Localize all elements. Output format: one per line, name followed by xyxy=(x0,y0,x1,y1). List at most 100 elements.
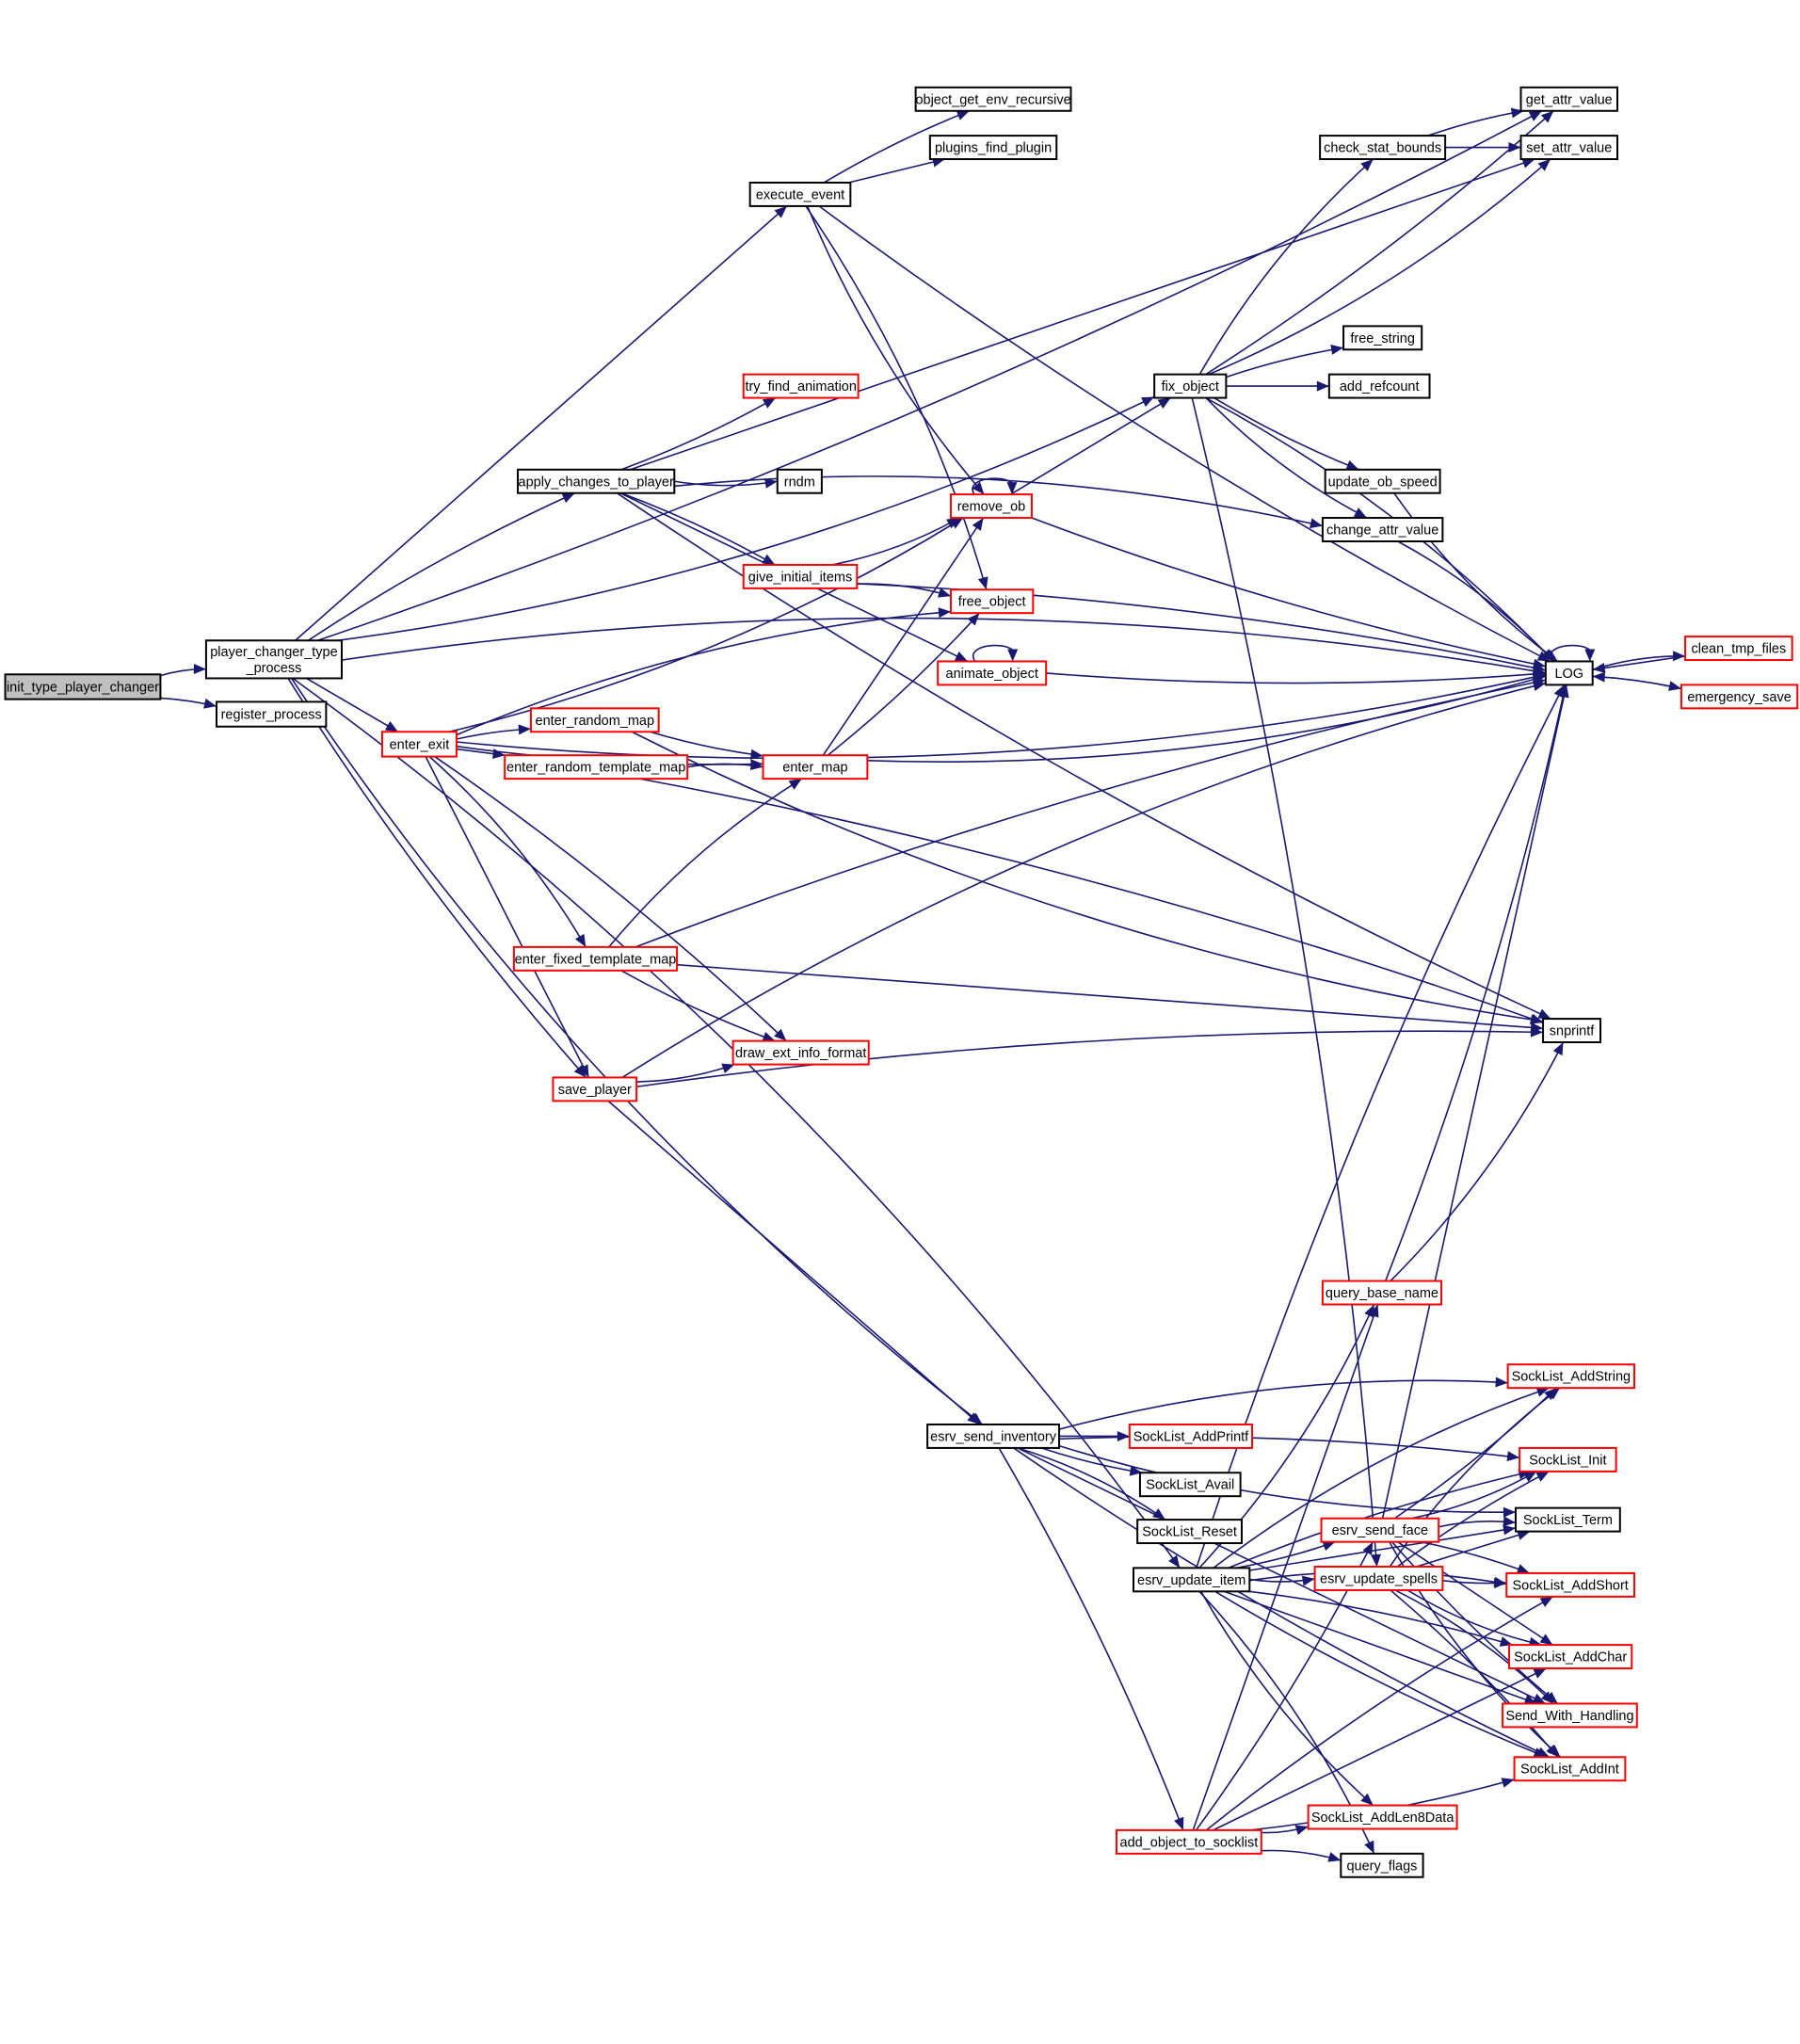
node-box[interactable] xyxy=(1324,468,1441,494)
node-change_attr_value[interactable]: change_attr_value xyxy=(1321,517,1444,542)
node-box[interactable] xyxy=(1340,1852,1424,1878)
node-SockList_AddChar[interactable]: SockList_AddChar xyxy=(1508,1644,1633,1670)
node-SockList_Avail[interactable]: SockList_Avail xyxy=(1138,1472,1242,1498)
node-plugins_find_plugin[interactable]: plugins_find_plugin xyxy=(928,135,1058,161)
node-add_object_to_socklist[interactable]: add_object_to_socklist xyxy=(1115,1828,1262,1855)
node-try_find_animation[interactable]: try_find_animation xyxy=(742,373,860,399)
node-box[interactable] xyxy=(1320,1517,1440,1543)
node-box[interactable] xyxy=(380,731,458,758)
node-esrv_send_face[interactable]: esrv_send_face xyxy=(1320,1517,1440,1543)
node-box[interactable] xyxy=(1321,1280,1442,1306)
node-update_ob_speed[interactable]: update_ob_speed xyxy=(1324,468,1441,494)
node-box[interactable] xyxy=(950,588,1035,615)
node-SockList_AddShort[interactable]: SockList_AddShort xyxy=(1505,1571,1636,1598)
node-draw_ext_info_format[interactable]: draw_ext_info_format xyxy=(731,1039,870,1066)
node-SockList_AddString[interactable]: SockList_AddString xyxy=(1506,1363,1636,1390)
node-box[interactable] xyxy=(1319,135,1447,161)
node-free_string[interactable]: free_string xyxy=(1342,325,1423,351)
node-box[interactable] xyxy=(1128,1423,1254,1449)
node-query_base_name[interactable]: query_base_name xyxy=(1321,1280,1442,1306)
node-box[interactable] xyxy=(742,563,859,589)
node-object_get_env_recursive[interactable]: object_get_env_recursive xyxy=(914,86,1072,112)
node-box[interactable] xyxy=(4,673,162,700)
node-box[interactable] xyxy=(1136,1519,1244,1545)
node-remove_ob[interactable]: remove_ob xyxy=(950,493,1033,520)
node-enter_exit[interactable]: enter_exit xyxy=(380,731,458,758)
node-free_object[interactable]: free_object xyxy=(950,588,1035,615)
node-box[interactable] xyxy=(512,945,679,972)
node-box[interactable] xyxy=(204,639,344,680)
node-SockList_AddPrintf[interactable]: SockList_AddPrintf xyxy=(1128,1423,1254,1449)
node-box[interactable] xyxy=(1138,1472,1242,1498)
node-box[interactable] xyxy=(529,707,660,733)
node-box[interactable] xyxy=(1313,1565,1444,1591)
node-enter_fixed_template_map[interactable]: enter_fixed_template_map xyxy=(512,945,679,972)
node-box[interactable] xyxy=(1679,684,1799,710)
node-box[interactable] xyxy=(937,660,1048,686)
node-box[interactable] xyxy=(1133,1567,1251,1593)
node-enter_random_map[interactable]: enter_random_map xyxy=(529,707,660,733)
node-box[interactable] xyxy=(950,493,1033,520)
node-esrv_send_inventory[interactable]: esrv_send_inventory xyxy=(926,1423,1061,1449)
node-SockList_Init[interactable]: SockList_Init xyxy=(1519,1446,1617,1473)
node-player_changer_type_process[interactable]: player_changer_type_process xyxy=(204,639,344,680)
node-emergency_save[interactable]: emergency_save xyxy=(1679,684,1799,710)
node-clean_tmp_files[interactable]: clean_tmp_files xyxy=(1684,636,1793,662)
node-box[interactable] xyxy=(215,700,328,728)
node-init_type_player_changer[interactable]: init_type_player_changer xyxy=(4,673,162,700)
node-box[interactable] xyxy=(1513,1756,1627,1782)
node-LOG[interactable]: LOG xyxy=(1544,660,1594,686)
node-box[interactable] xyxy=(1519,1446,1617,1473)
node-give_initial_items[interactable]: give_initial_items xyxy=(742,563,859,589)
node-box[interactable] xyxy=(1321,517,1444,542)
node-box[interactable] xyxy=(1153,373,1228,399)
node-box[interactable] xyxy=(1505,1571,1636,1598)
node-box[interactable] xyxy=(1514,1506,1621,1533)
node-Send_With_Handling[interactable]: Send_With_Handling xyxy=(1502,1702,1638,1729)
node-execute_event[interactable]: execute_event xyxy=(748,181,852,207)
node-box[interactable] xyxy=(1684,636,1793,662)
node-box[interactable] xyxy=(1519,86,1619,112)
node-set_attr_value[interactable]: set_attr_value xyxy=(1519,135,1619,161)
node-add_refcount[interactable]: add_refcount xyxy=(1327,373,1431,399)
node-box[interactable] xyxy=(914,86,1072,112)
node-enter_random_template_map[interactable]: enter_random_template_map xyxy=(504,754,689,781)
node-box[interactable] xyxy=(1506,1363,1636,1390)
node-box[interactable] xyxy=(1342,325,1423,351)
node-box[interactable] xyxy=(1307,1804,1458,1830)
node-box[interactable] xyxy=(1508,1644,1633,1670)
node-SockList_Reset[interactable]: SockList_Reset xyxy=(1136,1519,1244,1545)
node-box[interactable] xyxy=(1544,660,1594,686)
node-box[interactable] xyxy=(1115,1828,1262,1855)
node-esrv_update_item[interactable]: esrv_update_item xyxy=(1133,1567,1251,1593)
node-get_attr_value[interactable]: get_attr_value xyxy=(1519,86,1619,112)
node-register_process[interactable]: register_process xyxy=(215,700,328,728)
node-SockList_AddLen8Data[interactable]: SockList_AddLen8Data xyxy=(1307,1804,1458,1830)
node-enter_map[interactable]: enter_map xyxy=(762,754,869,781)
node-fix_object[interactable]: fix_object xyxy=(1153,373,1228,399)
node-save_player[interactable]: save_player xyxy=(552,1076,638,1102)
node-box[interactable] xyxy=(504,754,689,781)
node-box[interactable] xyxy=(928,135,1058,161)
node-snprintf[interactable]: snprintf xyxy=(1542,1018,1602,1044)
node-box[interactable] xyxy=(1327,373,1431,399)
node-animate_object[interactable]: animate_object xyxy=(937,660,1048,686)
node-box[interactable] xyxy=(926,1423,1061,1449)
node-box[interactable] xyxy=(517,468,676,494)
node-check_stat_bounds[interactable]: check_stat_bounds xyxy=(1319,135,1447,161)
node-esrv_update_spells[interactable]: esrv_update_spells xyxy=(1313,1565,1444,1591)
node-query_flags[interactable]: query_flags xyxy=(1340,1852,1424,1878)
node-box[interactable] xyxy=(748,181,852,207)
node-box[interactable] xyxy=(776,468,823,494)
node-box[interactable] xyxy=(552,1076,638,1102)
node-SockList_AddInt[interactable]: SockList_AddInt xyxy=(1513,1756,1627,1782)
node-SockList_Term[interactable]: SockList_Term xyxy=(1514,1506,1621,1533)
node-rndm[interactable]: rndm xyxy=(776,468,823,494)
node-box[interactable] xyxy=(731,1039,870,1066)
node-apply_changes_to_player[interactable]: apply_changes_to_player xyxy=(517,468,676,494)
node-box[interactable] xyxy=(742,373,860,399)
node-box[interactable] xyxy=(1519,135,1619,161)
node-box[interactable] xyxy=(762,754,869,781)
node-box[interactable] xyxy=(1542,1018,1602,1044)
node-box[interactable] xyxy=(1502,1702,1638,1729)
